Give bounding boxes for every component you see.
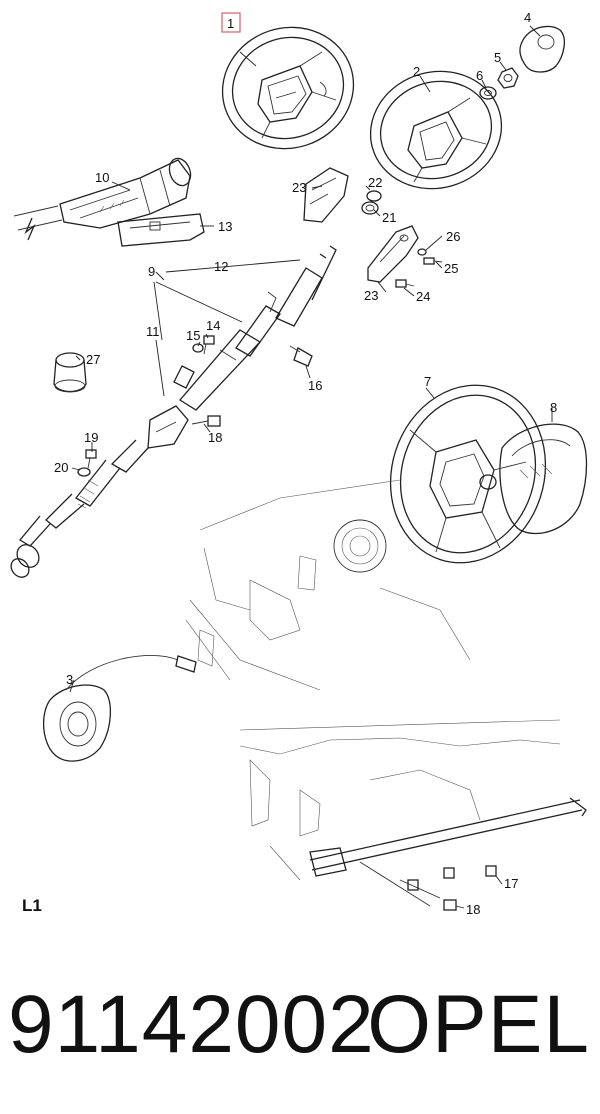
footer: 91142002 OPEL [0, 975, 600, 1075]
callout-23-lower: 23 [364, 288, 378, 303]
callout-8: 8 [550, 400, 557, 415]
callout-19: 19 [84, 430, 98, 445]
washer-15 [192, 343, 204, 353]
callout-3: 3 [66, 672, 73, 687]
bolt-18 [191, 415, 221, 427]
callout-22: 22 [368, 175, 382, 190]
steering-shaft-9 [10, 245, 337, 578]
bolt-18-lower [407, 879, 457, 911]
callout-24: 24 [416, 289, 430, 304]
steering-column-exploded-diagram: 1 2 4 5 6 10 13 23 22 21 26 25 24 23 9 1… [10, 10, 588, 917]
washer-6 [479, 86, 497, 100]
bolt-19 [85, 449, 97, 469]
horn-pad-4 [519, 25, 566, 73]
dashboard-view [185, 479, 471, 691]
steering-wheel-2 [369, 70, 503, 190]
clock-spring-3 [43, 654, 197, 762]
callout-18-lower: 18 [466, 902, 480, 917]
bolt-14 [203, 335, 215, 355]
shroud-upper-23 [303, 167, 349, 223]
nut-5 [497, 67, 519, 89]
callout-1-highlight-box [221, 12, 241, 33]
washer-20 [77, 467, 91, 477]
column-housing-10 [13, 157, 205, 247]
callout-6: 6 [476, 68, 483, 83]
airbag-module-8 [499, 423, 588, 535]
screw-25 [423, 257, 443, 265]
callout-7: 7 [424, 374, 431, 389]
callout-10: 10 [95, 170, 109, 185]
callout-17: 17 [504, 876, 518, 891]
callout-4: 4 [524, 10, 531, 25]
steering-wheel-7 [389, 384, 547, 564]
callout-20: 20 [54, 460, 68, 475]
callout-23-upper: 23 [292, 180, 306, 195]
ring-21 [361, 201, 379, 215]
diagram-code: L1 [22, 896, 42, 915]
callout-1: 1 [227, 16, 234, 31]
screw-26 [417, 248, 427, 256]
steering-wheel-1 [221, 26, 355, 150]
callout-27: 27 [86, 352, 100, 367]
callout-2: 2 [413, 64, 420, 79]
callout-26: 26 [446, 229, 460, 244]
callout-15: 15 [186, 328, 200, 343]
callout-25: 25 [444, 261, 458, 276]
brand-name: OPEL [367, 979, 590, 1070]
leader-lines [69, 25, 553, 909]
callout-12: 12 [214, 259, 228, 274]
callout-5: 5 [494, 50, 501, 65]
callout-11: 11 [146, 324, 160, 339]
part-number: 91142002 [8, 979, 375, 1070]
callout-9: 9 [148, 264, 155, 279]
callout-13: 13 [218, 219, 232, 234]
shroud-lower-23 [367, 225, 419, 283]
callout-16: 16 [308, 378, 322, 393]
callout-18-middle: 18 [208, 430, 222, 445]
washer-22 [366, 190, 382, 202]
screw-24 [395, 279, 415, 288]
column-mounting-view [239, 719, 587, 907]
callout-21: 21 [382, 210, 396, 225]
callout-14: 14 [206, 318, 220, 333]
cap-27 [53, 352, 87, 393]
bolt-17 [443, 865, 497, 879]
bolt-16 [289, 345, 313, 367]
